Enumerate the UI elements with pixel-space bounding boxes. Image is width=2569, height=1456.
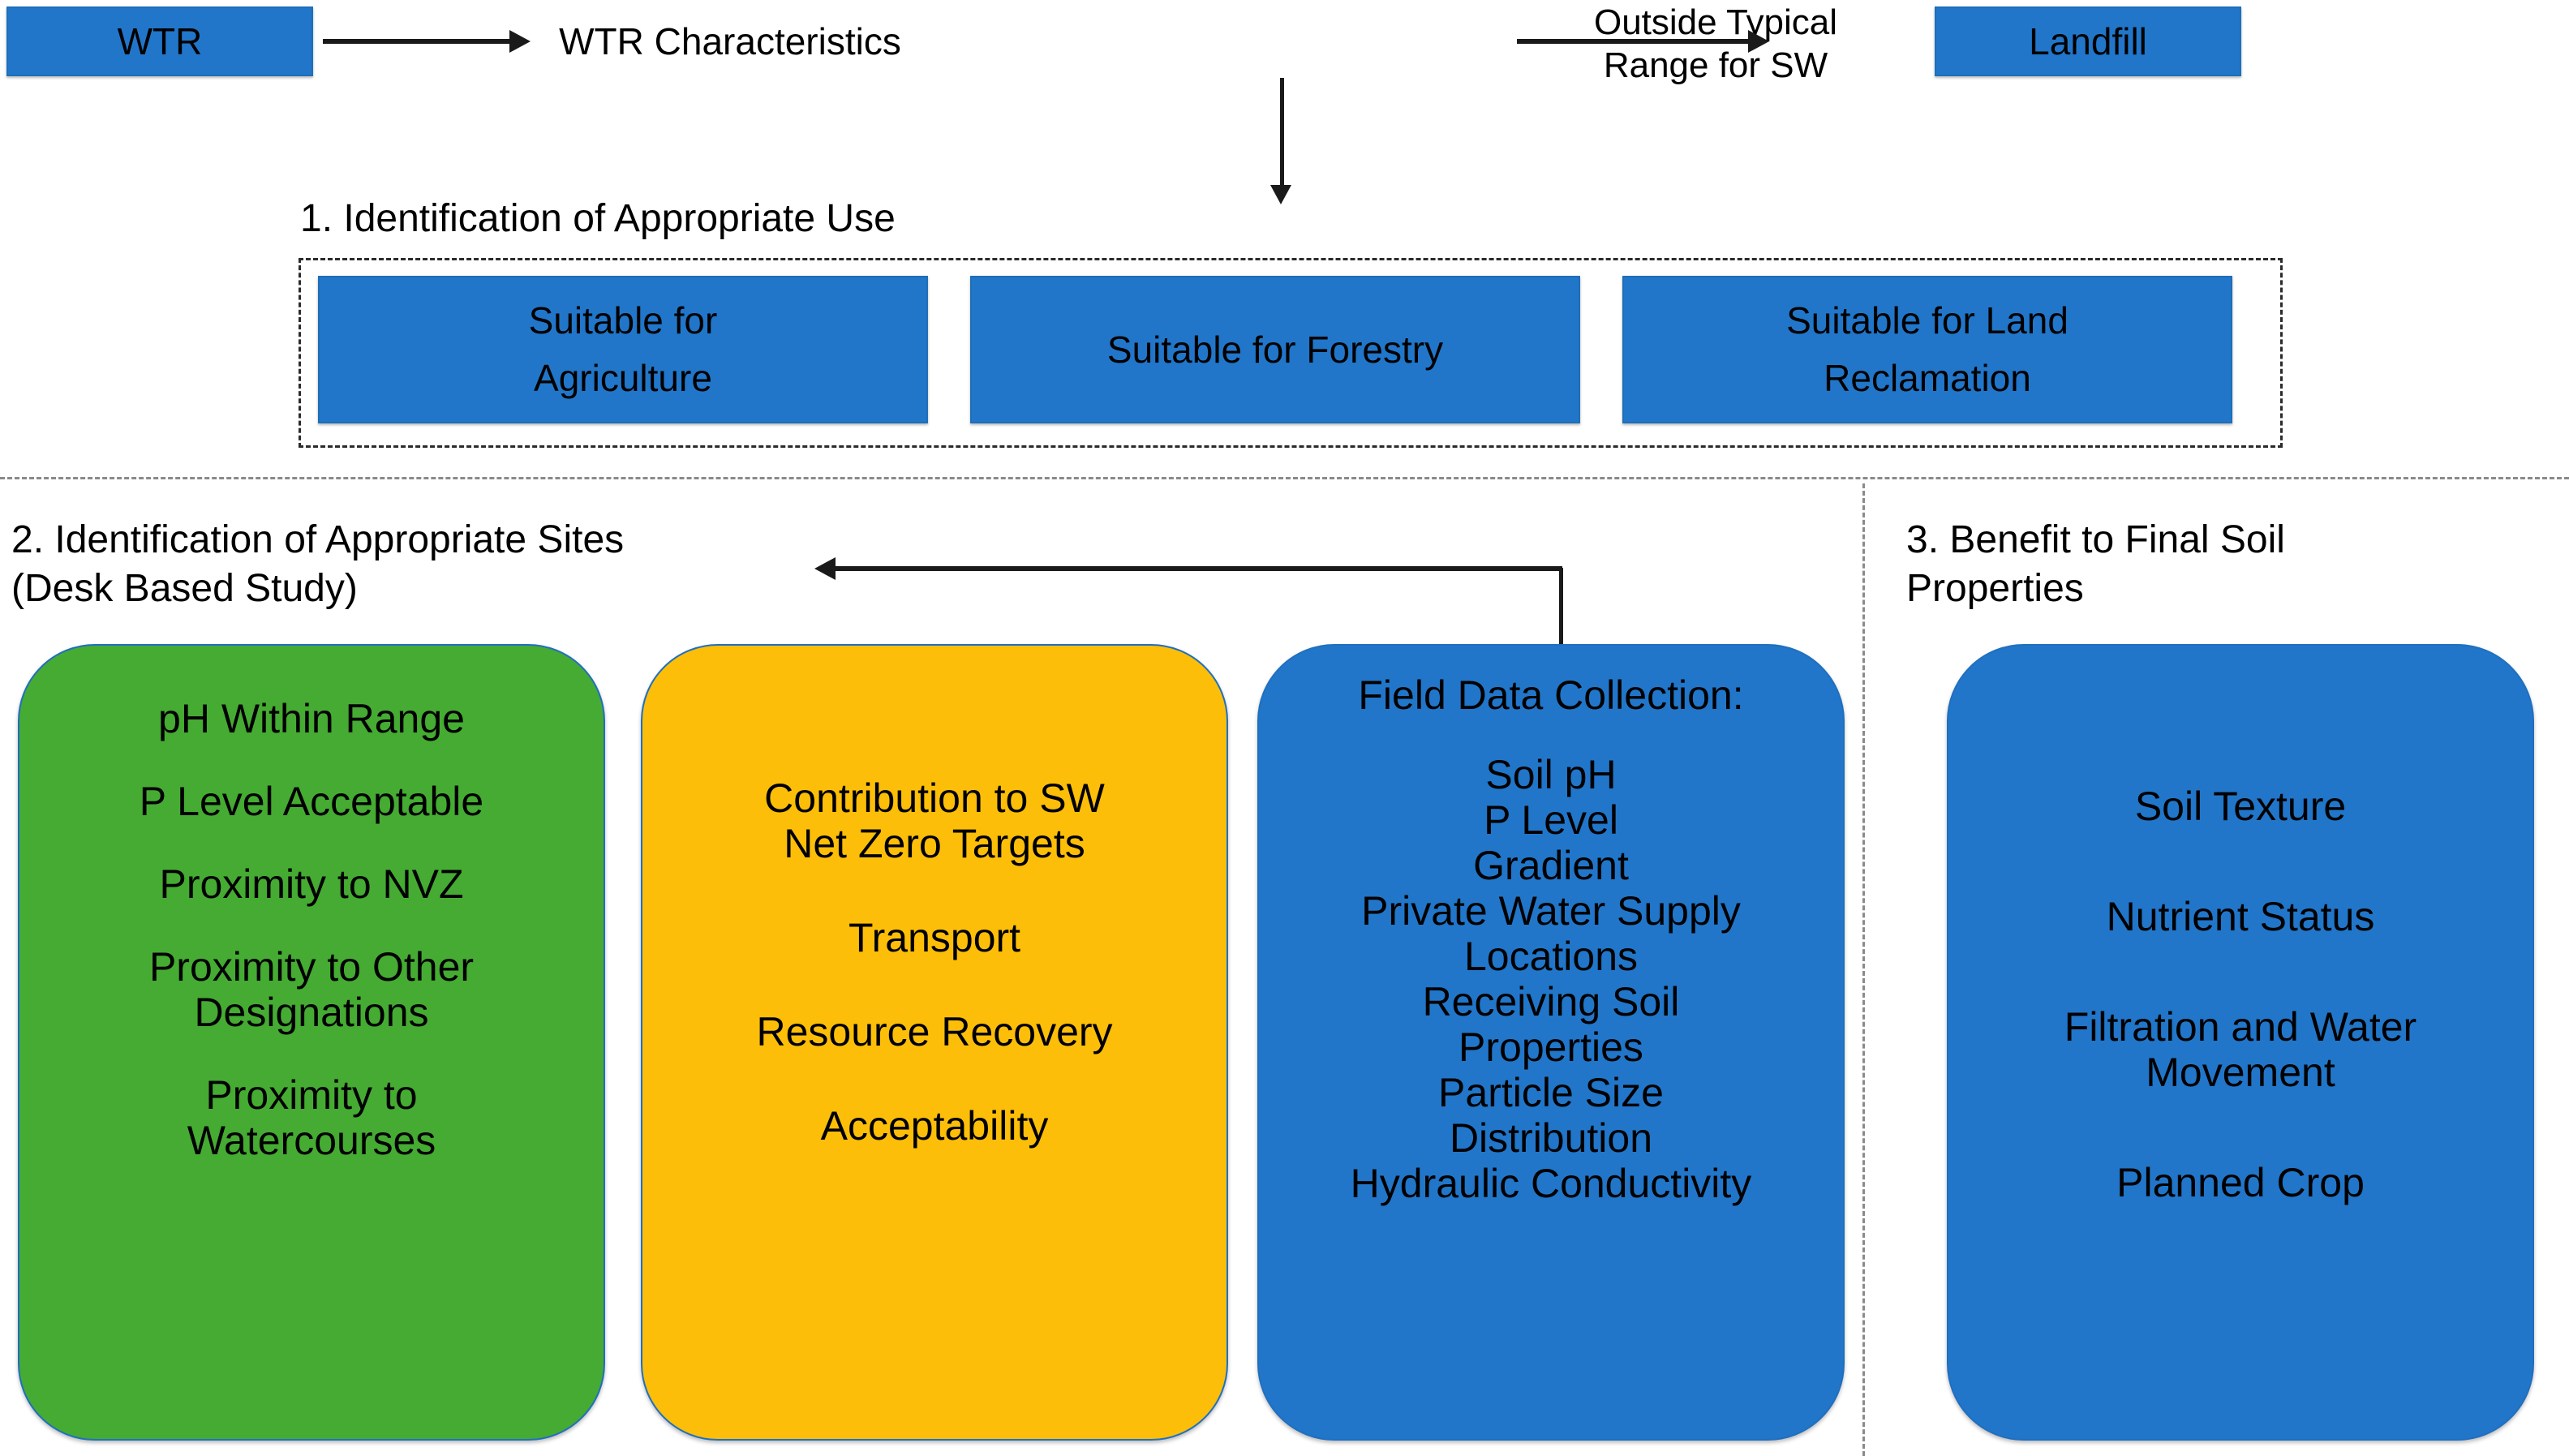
list-item: Proximity to Watercourses (187, 1072, 436, 1163)
arrow-head-right-icon-2 (1748, 30, 1769, 53)
list-item: Resource Recovery (756, 1009, 1113, 1054)
list-item: Proximity to NVZ (159, 861, 464, 907)
sustainability-criteria-list: Contribution to SW Net Zero Targets Tran… (657, 775, 1212, 1197)
list-item: Planned Crop (2116, 1160, 2365, 1205)
landfill-box[interactable]: Landfill (1935, 6, 2241, 76)
option-suitable-forestry[interactable]: Suitable for Forestry (970, 276, 1580, 423)
list-item: Particle Size (1438, 1070, 1664, 1115)
arrow-head-right-icon (509, 30, 531, 53)
list-item: Distribution (1449, 1115, 1653, 1161)
list-item: Contribution to SW Net Zero Targets (764, 775, 1105, 866)
list-item: Acceptability (820, 1103, 1049, 1149)
list-item: Nutrient Status (2106, 894, 2375, 939)
arrow-characteristics-to-landfill (1517, 39, 1752, 44)
arrow-field-data-up-line (1559, 568, 1563, 646)
column-desk-criteria[interactable]: pH Within Range P Level Acceptable Proxi… (18, 644, 605, 1441)
list-item: Proximity to Other Designations (148, 944, 475, 1035)
field-data-collection-title: Field Data Collection: (1358, 672, 1744, 718)
list-item: Soil Texture (2134, 784, 2347, 829)
final-soil-properties-list: Soil Texture Nutrient Status Filtration … (1963, 784, 2518, 1270)
arrow-head-left-icon (814, 557, 836, 580)
arrow-field-data-to-section2-line (836, 566, 1562, 571)
landfill-label: Landfill (2029, 19, 2147, 62)
column-sustainability-criteria[interactable]: Contribution to SW Net Zero Targets Tran… (641, 644, 1228, 1441)
option-label-forestry: Suitable for Forestry (1106, 328, 1444, 371)
column-field-data-collection[interactable]: Field Data Collection: Soil pH P Level G… (1257, 644, 1845, 1441)
list-item: Private Water Supply (1361, 888, 1741, 934)
list-item: Locations (1463, 934, 1639, 979)
section3-heading: 3. Benefit to Final Soil Properties (1906, 518, 2285, 610)
list-item: P Level Acceptable (139, 779, 484, 824)
section1-heading: 1. Identification of Appropriate Use (300, 197, 896, 240)
list-item: P Level (1484, 797, 1618, 843)
option-suitable-land-reclamation[interactable]: Suitable for Land Reclamation (1622, 276, 2232, 423)
option-label-agriculture: Suitable for Agriculture (528, 299, 718, 399)
arrow-characteristics-down-line (1280, 78, 1284, 188)
option-suitable-agriculture[interactable]: Suitable for Agriculture (318, 276, 928, 423)
list-item: Hydraulic Conductivity (1350, 1161, 1752, 1206)
column-final-soil-properties[interactable]: Soil Texture Nutrient Status Filtration … (1947, 644, 2534, 1441)
arrow-wtr-to-characteristics (323, 39, 511, 44)
list-item: pH Within Range (158, 696, 465, 741)
edge-label-outside-typical-range: Outside Typical Range for SW (1593, 2, 1837, 85)
desk-criteria-list: pH Within Range P Level Acceptable Proxi… (34, 696, 589, 1200)
list-item: Properties (1458, 1024, 1643, 1070)
arrow-head-down-icon (1270, 185, 1291, 204)
list-item: Gradient (1473, 843, 1629, 888)
appropriate-use-group (299, 258, 2283, 448)
horizontal-section-divider (0, 477, 2569, 479)
wtr-source-label: WTR (117, 19, 203, 62)
list-item: Transport (848, 915, 1021, 960)
field-data-collection-list: Soil pH P Level Gradient Private Water S… (1274, 752, 1828, 1206)
list-item: Filtration and Water Movement (2064, 1004, 2417, 1095)
list-item: Soil pH (1485, 752, 1617, 797)
vertical-section-divider (1862, 483, 1865, 1456)
section2-heading: 2. Identification of Appropriate Sites (… (11, 518, 625, 610)
list-item: Receiving Soil (1422, 979, 1680, 1024)
wtr-source-box[interactable]: WTR (6, 6, 313, 76)
wtr-characteristics-label: WTR Characteristics (559, 20, 901, 62)
option-label-land-reclamation: Suitable for Land Reclamation (1786, 299, 2069, 399)
